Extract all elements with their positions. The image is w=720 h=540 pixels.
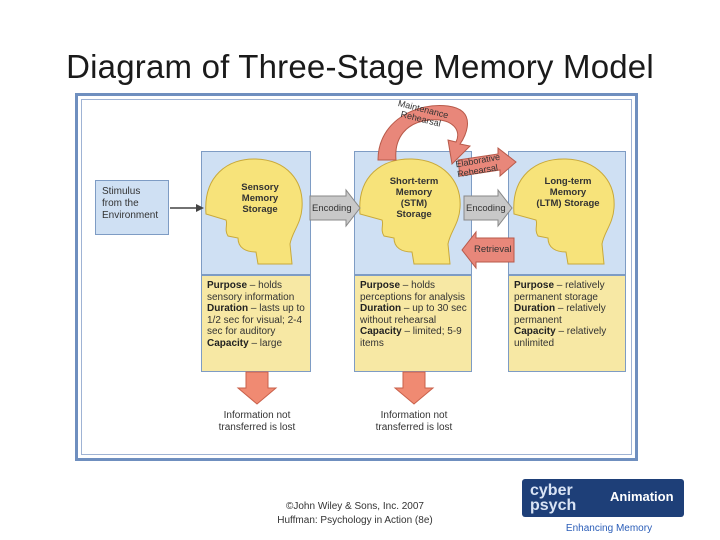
- source-line: Huffman: Psychology in Action (8e): [277, 515, 433, 526]
- encoding-arrow-2: [463, 188, 513, 228]
- diagram-frame: Stimulus from the Environment Sensory Me…: [75, 93, 638, 461]
- sensory-info-panel: [201, 275, 311, 372]
- stm-info: Purpose – holds perceptions for analysis…: [360, 280, 467, 349]
- ltm-stage-label: Long-term Memory (LTM) Storage: [536, 176, 600, 209]
- stm-info-panel: [354, 275, 472, 372]
- stm-stage-label: Short-term Memory (STM) Storage: [389, 176, 439, 220]
- ltm-info-panel: [508, 275, 626, 372]
- copyright-line: ©John Wiley & Sons, Inc. 2007: [286, 501, 424, 512]
- stm-lost-text: Information not transferred is lost: [375, 410, 453, 433]
- stm-head-icon: [359, 158, 461, 265]
- ltm-head-icon: [513, 158, 615, 265]
- ltm-info: Purpose – relatively permanent storage D…: [514, 280, 607, 349]
- retrieval-arrow: [461, 230, 515, 270]
- sensory-stage-label: Sensory Memory Storage: [241, 182, 279, 215]
- stimulus-box: Stimulus from the Environment: [95, 180, 169, 235]
- copyright-footer: ©John Wiley & Sons, Inc. 2007 Huffman: P…: [250, 500, 460, 528]
- sensory-info: Purpose – holds sensory information Dura…: [207, 280, 305, 349]
- animation-label: Animation: [610, 489, 674, 504]
- enhancing-memory-link[interactable]: Enhancing Memory: [565, 523, 653, 534]
- encoding-arrow-1: [309, 188, 361, 228]
- diagram-graphics: [170, 104, 615, 405]
- sensory-lost-text: Information not transferred is lost: [218, 410, 296, 433]
- maintenance-rehearsal-arrow: [377, 104, 472, 166]
- encoding-label-1: Encoding: [312, 203, 352, 214]
- page-title: Diagram of Three-Stage Memory Model: [66, 48, 654, 85]
- encoding-label-2: Encoding: [466, 203, 506, 214]
- elaborative-rehearsal-arrow: [457, 146, 517, 178]
- sensory-head-icon: [205, 158, 303, 265]
- sensory-lost-arrow: [236, 371, 278, 405]
- stm-lost-arrow: [393, 371, 435, 405]
- retrieval-label: Retrieval: [474, 244, 512, 255]
